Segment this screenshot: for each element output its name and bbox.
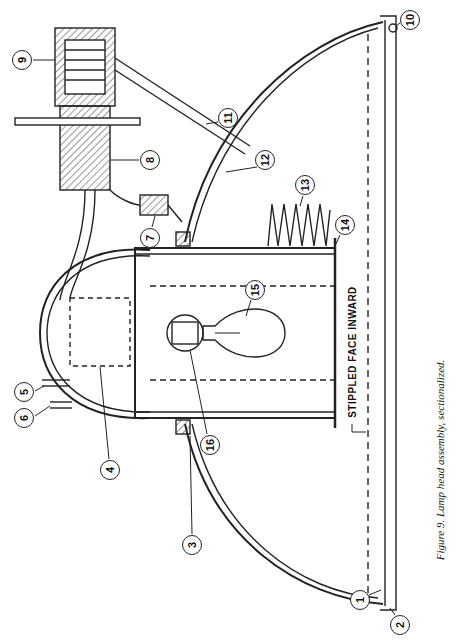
callout-number: 5: [14, 382, 34, 402]
callout-number: 10: [400, 10, 420, 30]
callout-number: 3: [182, 535, 202, 555]
callout-number: 8: [140, 150, 160, 170]
callout-number: 6: [14, 408, 34, 428]
callout-number: 9: [12, 50, 32, 70]
callout-number: 12: [255, 150, 275, 170]
callout-number: 11: [218, 108, 238, 128]
callout-number: 7: [140, 228, 160, 248]
callout-number: 16: [200, 435, 220, 455]
callout-number: 15: [245, 280, 265, 300]
figure-caption: Figure 9. Lamp head assembly, sectionali…: [434, 358, 446, 563]
callout-number: 2: [390, 615, 410, 635]
note-label: STIPPLED FACE INWARD: [347, 284, 358, 420]
callout-number: 1: [350, 590, 370, 610]
callout-number: 13: [295, 175, 315, 195]
callout-number: 4: [100, 460, 120, 480]
callout-number: 14: [335, 215, 355, 235]
